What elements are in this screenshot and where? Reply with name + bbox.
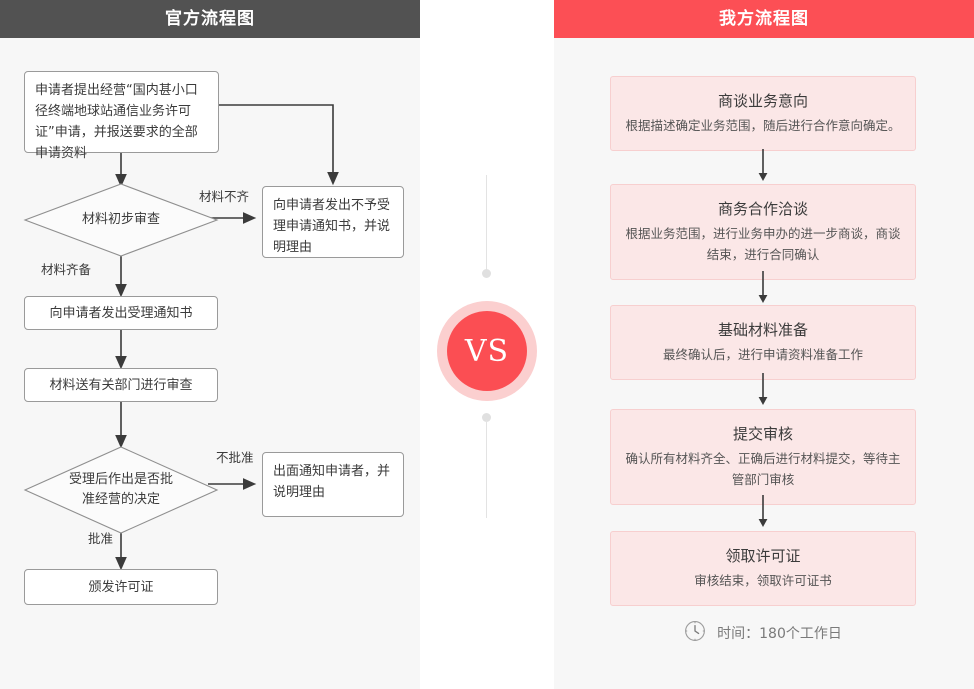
arrow-step-4-to-5	[757, 494, 769, 530]
card-step-3-desc: 最终确认后，进行申请资料准备工作	[662, 347, 863, 362]
vs-dot-top	[482, 269, 491, 278]
vs-line-top	[486, 175, 487, 273]
arrow-step-1-to-2	[757, 148, 769, 184]
node-issue-license-label: 颁发许可证	[88, 579, 154, 595]
edge-label-approved: 批准	[88, 531, 114, 546]
duration-footer: 时间：180个工作日	[610, 620, 916, 646]
card-step-2[interactable]: 商务合作洽谈 根据业务范围，进行业务申办的进一步商谈，商谈结束，进行合同确认	[610, 184, 916, 280]
arrow-step-3-to-4	[757, 372, 769, 408]
card-step-5-title: 领取许可证	[725, 547, 801, 565]
official-connectors	[0, 38, 420, 689]
clock-icon	[684, 620, 706, 646]
node-department-review-label: 材料送有关部门进行审查	[49, 377, 193, 393]
node-application-submit[interactable]: 申请者提出经营“国内甚小口径终端地球站通信业务许可证”申请，并报送要求的全部申请…	[24, 71, 219, 161]
node-issue-license[interactable]: 颁发许可证	[24, 569, 218, 605]
card-step-4-title: 提交审核	[732, 425, 793, 443]
edge-label-materials-incomplete: 材料不齐	[199, 189, 250, 204]
card-step-1-title: 商谈业务意向	[717, 92, 808, 110]
arrow-step-2-to-3	[757, 270, 769, 306]
card-step-1-desc: 根据描述确定业务范围，随后进行合作意向确定。	[625, 118, 901, 133]
node-denial-notification-label: 出面通知申请者，并说明理由	[273, 464, 391, 500]
decision-approval-label: 受理后作出是否批准经营的决定	[68, 472, 173, 507]
node-rejection-notice-label: 向申请者发出不予受理申请通知书，并说明理由	[273, 198, 391, 255]
card-step-4[interactable]: 提交审核 确认所有材料齐全、正确后进行材料提交，等待主管部门审核	[610, 409, 916, 505]
vs-line-bottom	[486, 420, 487, 518]
card-step-5-desc: 审核结束，领取许可证书	[694, 573, 832, 588]
card-step-4-desc: 确认所有材料齐全、正确后进行材料提交，等待主管部门审核	[625, 451, 901, 487]
card-step-3-title: 基础材料准备	[717, 321, 808, 339]
decision-approval[interactable]: 受理后作出是否批准经营的决定	[23, 446, 219, 534]
vs-divider-column: VS	[420, 0, 554, 689]
card-step-3[interactable]: 基础材料准备 最终确认后，进行申请资料准备工作	[610, 305, 916, 380]
decision-first-review-label: 材料初步审查	[81, 212, 160, 227]
our-panel-title: 我方流程图	[554, 0, 974, 38]
edge-label-denied: 不批准	[216, 450, 254, 465]
decision-first-review[interactable]: 材料初步审查	[23, 183, 219, 257]
duration-text: 时间：180个工作日	[717, 626, 842, 642]
node-acceptance-notice[interactable]: 向申请者发出受理通知书	[24, 296, 218, 330]
node-application-submit-label: 申请者提出经营“国内甚小口径终端地球站通信业务许可证”申请，并报送要求的全部申请…	[35, 83, 198, 161]
node-rejection-notice[interactable]: 向申请者发出不予受理申请通知书，并说明理由	[262, 186, 404, 258]
vs-badge: VS	[437, 301, 537, 401]
card-step-2-desc: 根据业务范围，进行业务申办的进一步商谈，商谈结束，进行合同确认	[625, 226, 901, 262]
node-department-review[interactable]: 材料送有关部门进行审查	[24, 368, 218, 402]
vs-dot-bottom	[482, 413, 491, 422]
card-step-2-title: 商务合作洽谈	[717, 200, 808, 218]
card-step-1[interactable]: 商谈业务意向 根据描述确定业务范围，随后进行合作意向确定。	[610, 76, 916, 151]
edge-label-materials-complete: 材料齐备	[41, 262, 92, 277]
node-denial-notification[interactable]: 出面通知申请者，并说明理由	[262, 452, 404, 517]
card-step-5[interactable]: 领取许可证 审核结束，领取许可证书	[610, 531, 916, 606]
node-acceptance-notice-label: 向申请者发出受理通知书	[49, 305, 193, 321]
vs-badge-label: VS	[447, 311, 527, 391]
official-panel-title: 官方流程图	[0, 0, 420, 38]
